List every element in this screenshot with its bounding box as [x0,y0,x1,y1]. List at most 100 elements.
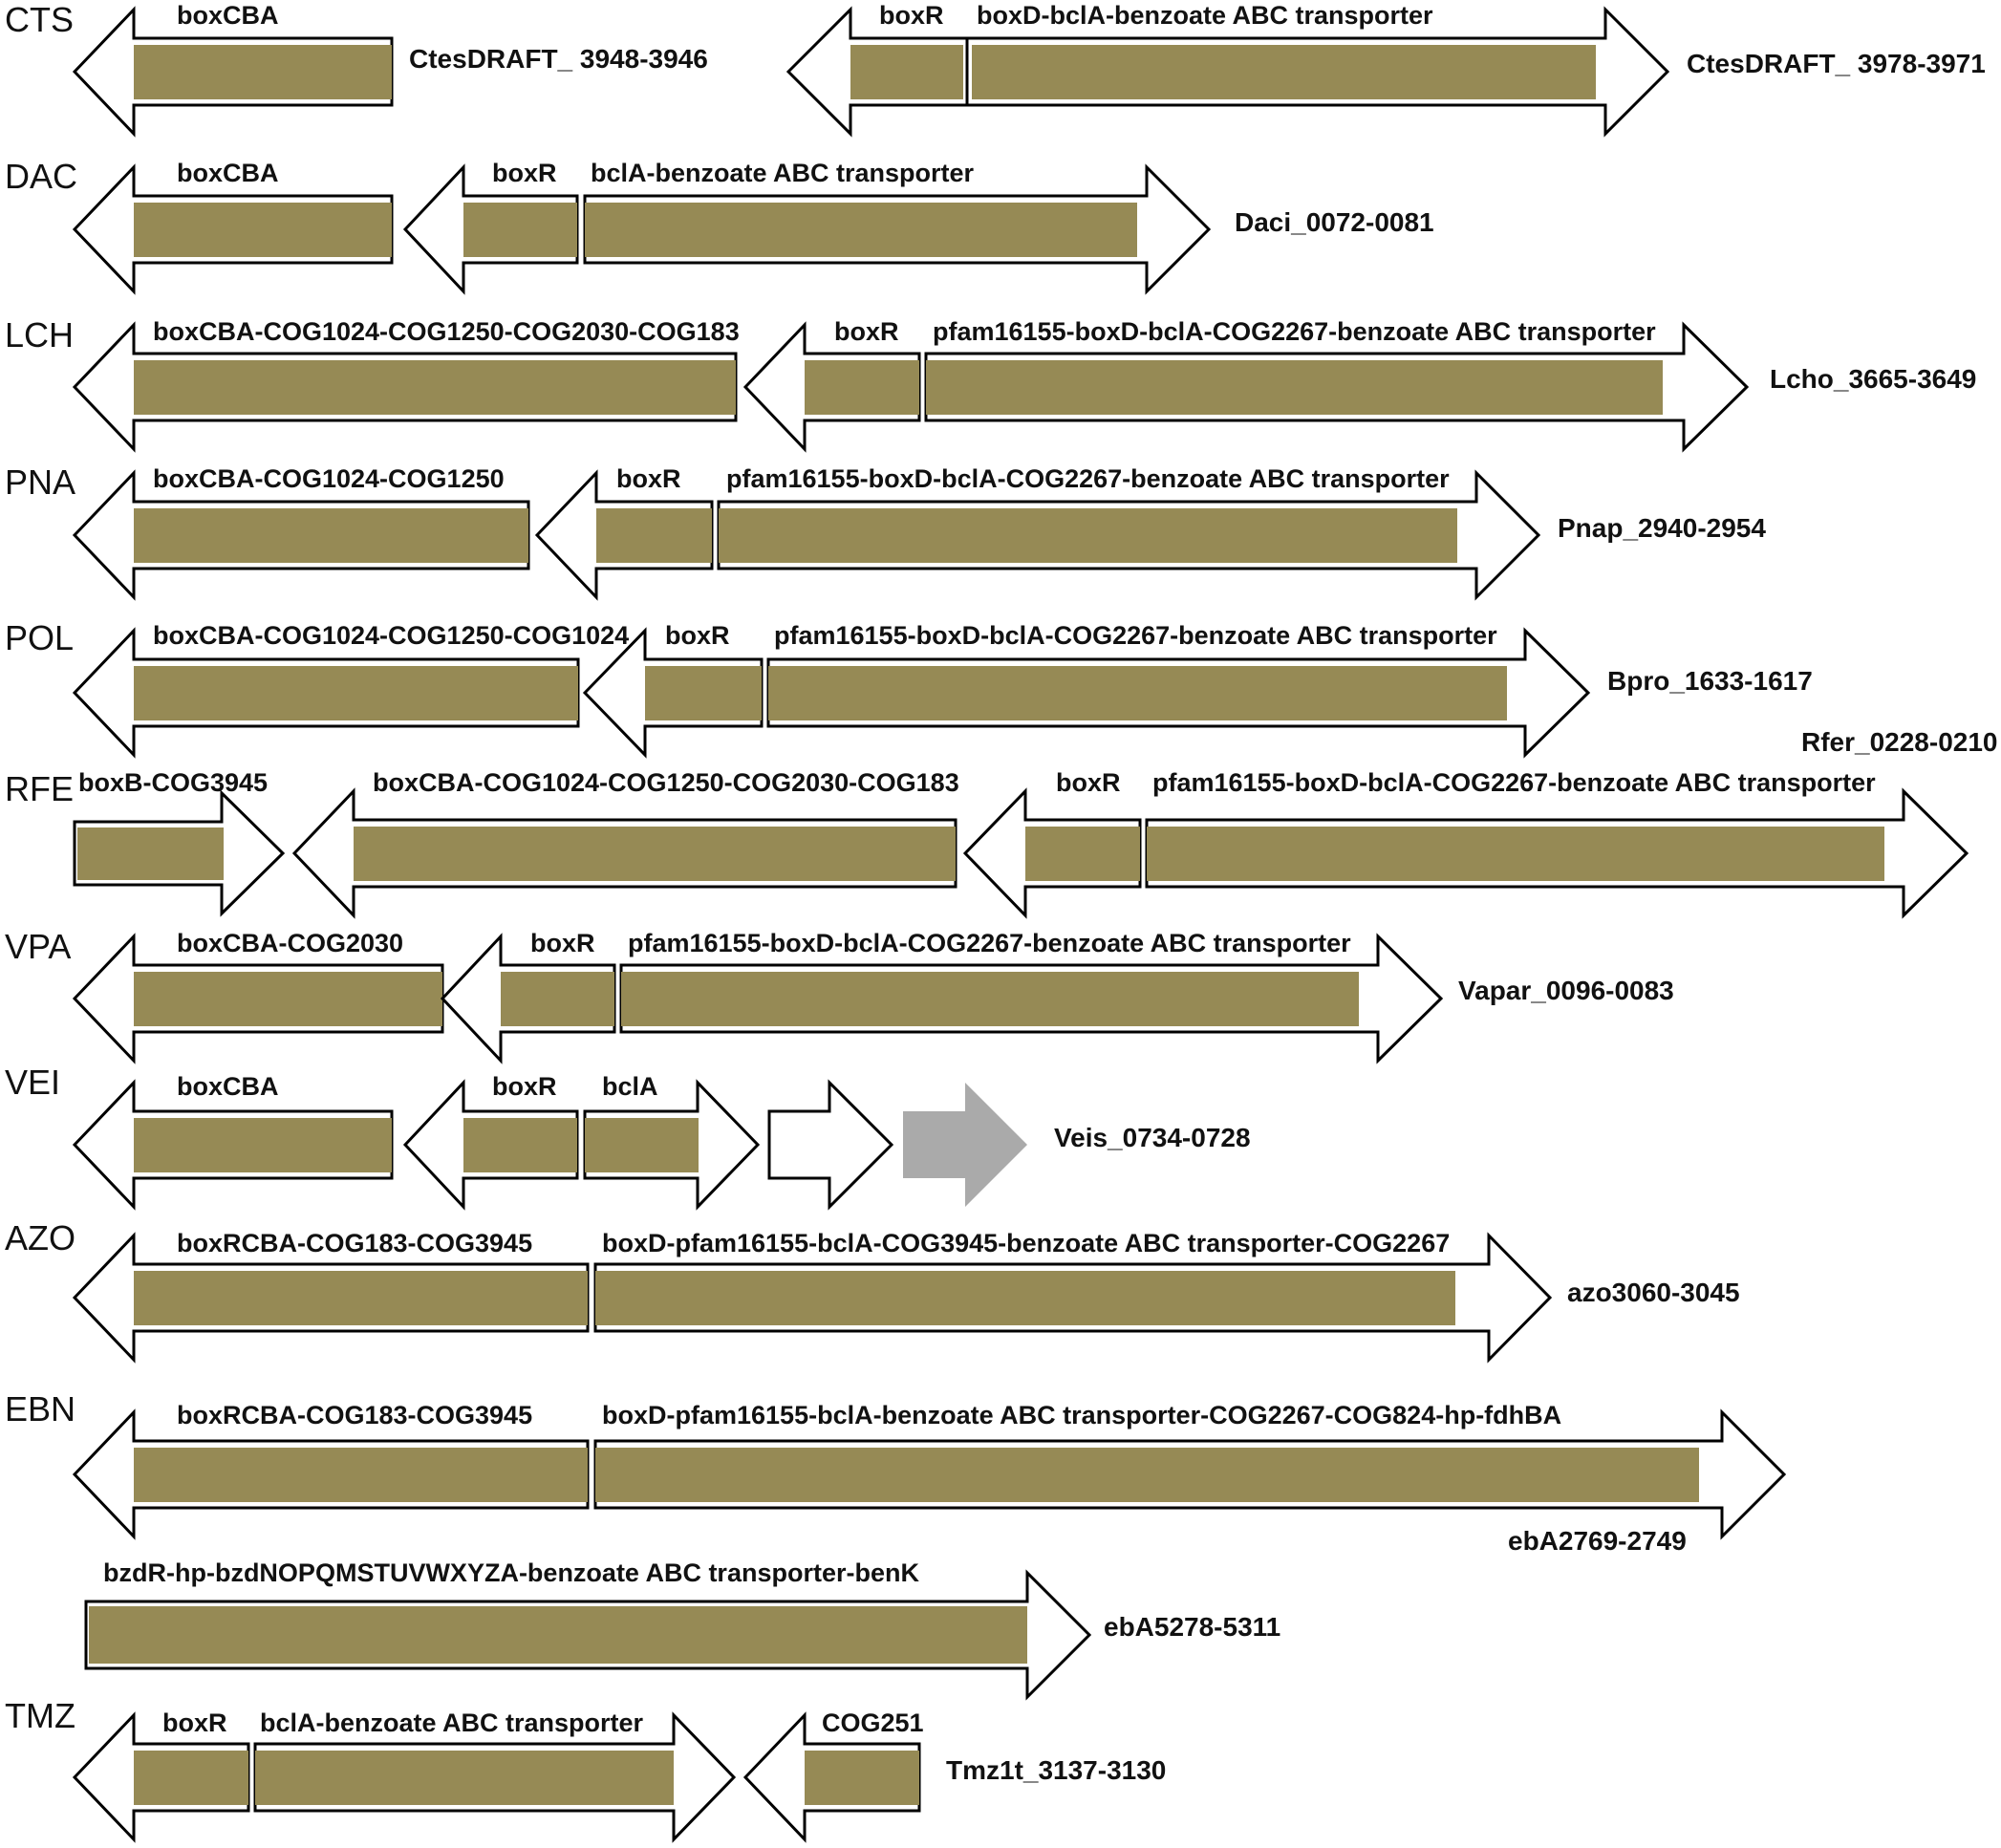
gene-arrow-left [72,163,394,295]
gray-gene-arrow [903,1083,1027,1207]
row-vpa: VPA boxCBA-COG2030 boxR pfam16155-boxD-b… [5,927,1674,1064]
gene-arrow-left [742,1711,921,1843]
gene-label: boxR [1056,768,1121,797]
row-pol: POL boxCBA-COG1024-COG1250-COG1024 boxR … [5,618,1813,759]
gene-arrow-right [785,6,1670,138]
gene-label: pfam16155-boxD-bclA-COG2267-benzoate ABC… [774,621,1497,650]
gene-arrow-right [619,933,1444,1064]
gene-arrow-right [593,1408,1787,1540]
row-lch: LCH boxCBA-COG1024-COG1250-COG2030-COG18… [5,315,1976,453]
locus-label: CtesDRAFT_ 3948-3946 [409,44,708,74]
gene-arrow-left [962,787,1142,919]
gene-label: boxCBA [177,1072,279,1101]
gene-arrow-left [72,469,530,601]
gene-arrow-left [440,933,616,1064]
organism-label: LCH [5,315,74,355]
gene-arrow-left [582,627,764,759]
row-tmz: TMZ boxR bclA-benzoate ABC transporter C… [5,1696,1166,1843]
gene-arrow-right [84,1569,1092,1701]
gene-label: boxCBA [177,1,279,30]
locus-label: Daci_0072-0081 [1235,207,1434,237]
organism-label: CTS [5,0,74,39]
gene-label: boxCBA-COG2030 [177,929,403,957]
locus-label: Tmz1t_3137-3130 [946,1755,1166,1785]
gene-arrow-right [583,1079,761,1211]
organism-label: VEI [5,1063,60,1102]
gene-label: boxCBA-COG1024-COG1250-COG2030-COG183 [153,317,740,346]
gene-label: boxB-COG3945 [78,768,268,797]
gene-label: boxD-pfam16155-bclA-COG3945-benzoate ABC… [602,1229,1450,1257]
locus-label: Vapar_0096-0083 [1458,976,1674,1005]
gene-label: boxR [530,929,595,957]
gene-label: boxR [879,1,944,30]
gene-arrow-left [72,1408,590,1540]
gene-label: boxR [834,317,899,346]
locus-label: Rfer_0228-0210 [1801,727,1998,757]
gene-arrow-left [72,627,580,759]
gene-label: bzdR-hp-bzdNOPQMSTUVWXYZA-benzoate ABC t… [103,1558,919,1587]
gene-arrow-left [72,1711,250,1843]
gene-arrow-left [72,6,394,138]
locus-label: Pnap_2940-2954 [1558,513,1766,543]
gene-label: boxR [162,1708,227,1737]
row-ebn: EBN boxRCBA-COG183-COG3945 boxD-pfam1615… [5,1389,1787,1701]
gene-label: boxCBA [177,159,279,187]
gene-arrow-left [72,1079,394,1211]
open-gene-arrow [767,1079,894,1211]
row-vei: VEI boxCBA boxR bclA Veis_0734-0728 [5,1063,1251,1211]
gene-arrow-right [593,1232,1553,1364]
gene-label: boxCBA-COG1024-COG1250 [153,464,505,493]
locus-label: ebA5278-5311 [1104,1612,1280,1642]
gene-arrow-left [72,933,444,1064]
locus-label: ebA2769-2749 [1508,1526,1687,1556]
organism-label: VPA [5,927,71,966]
gene-label: pfam16155-boxD-bclA-COG2267-benzoate ABC… [726,464,1450,493]
row-cts: CTS boxCBA boxR boxD-bclA-benzoate ABC t… [5,0,1986,138]
locus-label: CtesDRAFT_ 3978-3971 [1687,49,1986,78]
gene-arrow-right [1145,787,1969,919]
organism-label: RFE [5,769,74,808]
organism-label: TMZ [5,1696,75,1735]
gene-arrow-right [253,1711,737,1843]
gene-arrow-left [402,1079,579,1211]
gene-label: boxCBA-COG1024-COG1250-COG1024 [153,621,629,650]
organism-label: PNA [5,462,75,502]
gene-arrow-left [742,321,921,453]
organism-label: DAC [5,157,77,196]
locus-label: azo3060-3045 [1567,1278,1740,1307]
row-dac: DAC boxCBA boxR bclA-benzoate ABC transp… [5,157,1434,295]
gene-label: bclA-benzoate ABC transporter [591,159,975,187]
gene-label: boxR [616,464,681,493]
locus-label: Bpro_1633-1617 [1607,666,1813,696]
gene-label: boxD-pfam16155-bclA-benzoate ABC transpo… [602,1401,1561,1429]
gene-arrow-right [924,321,1750,453]
organism-label: EBN [5,1389,75,1429]
gene-arrow-left [402,163,579,295]
gene-arrow-right [717,469,1541,601]
gene-label: boxR [492,1072,557,1101]
row-rfe: RFE Rfer_0228-0210 boxB-COG3945 boxCBA-C… [5,727,1998,919]
locus-label: Veis_0734-0728 [1054,1123,1251,1152]
gene-arrow-right [73,789,286,917]
locus-label: Lcho_3665-3649 [1770,364,1976,394]
gene-label: boxRCBA-COG183-COG3945 [177,1229,532,1257]
gene-label: pfam16155-boxD-bclA-COG2267-benzoate ABC… [1152,768,1876,797]
organism-label: POL [5,618,74,657]
organism-label: AZO [5,1218,75,1257]
gene-arrow-left [72,321,738,453]
gene-label: bclA-benzoate ABC transporter [260,1708,644,1737]
gene-arrow-right [766,627,1591,759]
gene-label: pfam16155-boxD-bclA-COG2267-benzoate ABC… [628,929,1351,957]
gene-arrow-left [534,469,714,601]
gene-arrow-left [72,1232,590,1364]
gene-label: pfam16155-boxD-bclA-COG2267-benzoate ABC… [933,317,1656,346]
gene-label: boxR [665,621,730,650]
gene-label: boxD-bclA-benzoate ABC transporter [977,1,1433,30]
gene-label: bclA [602,1072,658,1101]
gene-arrow-left [291,787,957,919]
gene-label: boxR [492,159,557,187]
gene-label: COG251 [822,1708,924,1737]
row-azo: AZO boxRCBA-COG183-COG3945 boxD-pfam1615… [5,1218,1740,1364]
